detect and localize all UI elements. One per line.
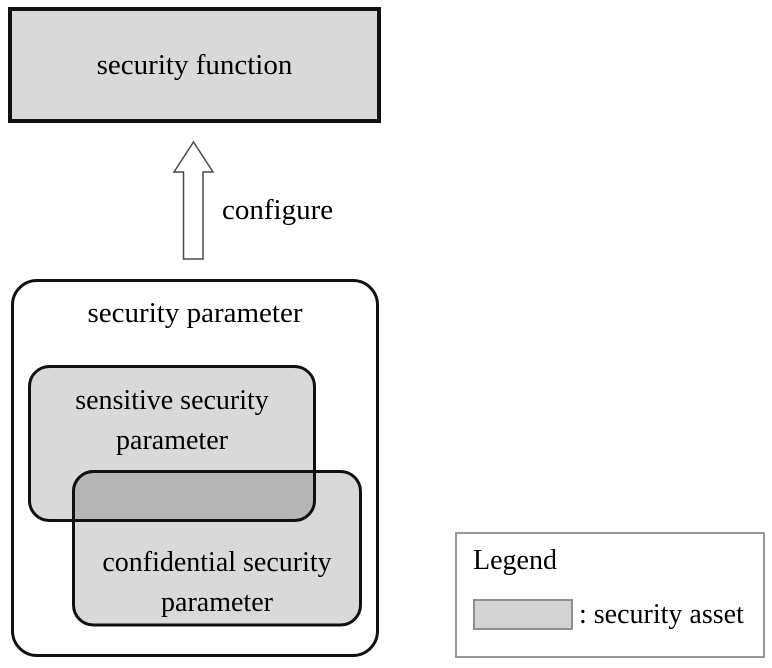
configure-label: configure <box>222 194 334 226</box>
sensitive-parameter-label: sensitive security parameter <box>75 385 269 456</box>
legend-entry-label: : security asset <box>579 599 744 630</box>
legend-swatch <box>473 599 573 630</box>
security-function-box: security function <box>8 7 381 123</box>
legend-row: : security asset <box>473 599 763 630</box>
security-parameter-label: security parameter <box>87 297 303 329</box>
legend-title: Legend <box>473 545 557 576</box>
security-function-label: security function <box>96 48 293 81</box>
configure-arrow-icon <box>172 140 215 260</box>
confidential-parameter-label: confidential security parameter <box>102 547 332 618</box>
legend-box: Legend : security asset <box>455 532 765 658</box>
parameter-overlap-region <box>72 470 316 522</box>
arrow-up-shape <box>172 140 215 260</box>
